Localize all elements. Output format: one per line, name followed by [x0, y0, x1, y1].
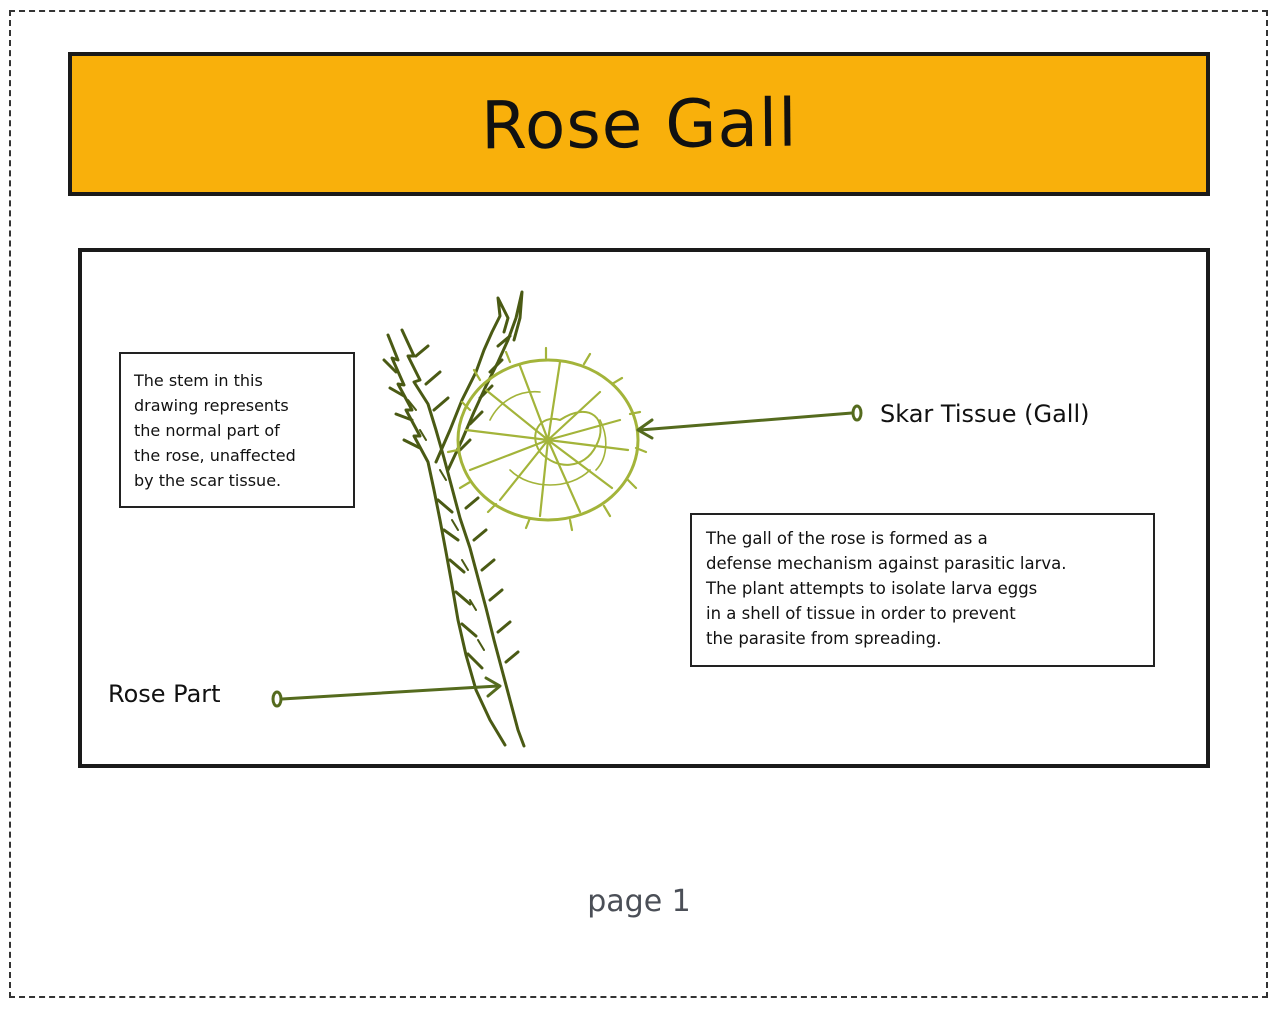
page-title: Rose Gall — [480, 84, 798, 164]
rose-part-label: Rose Part — [108, 680, 221, 708]
page-border — [9, 10, 1268, 998]
stem-note-line: the rose, unaffected — [134, 446, 296, 465]
gall-note-line: The gall of the rose is formed as a — [706, 529, 988, 548]
stem-note: The stem in this drawing represents the … — [119, 352, 355, 508]
gall-label: Skar Tissue (Gall) — [880, 400, 1090, 428]
gall-note-line: The plant attempts to isolate larva eggs — [706, 579, 1038, 598]
stem-note-line: The stem in this — [134, 371, 263, 390]
stem-note-line: drawing represents — [134, 396, 289, 415]
stem-note-line: the normal part of — [134, 421, 280, 440]
gall-note-line: the parasite from spreading. — [706, 629, 942, 648]
title-banner: Rose Gall — [68, 52, 1210, 196]
gall-note: The gall of the rose is formed as a defe… — [690, 513, 1155, 667]
stem-note-line: by the scar tissue. — [134, 471, 282, 490]
gall-note-line: in a shell of tissue in order to prevent — [706, 604, 1016, 623]
gall-note-line: defense mechanism against parasitic larv… — [706, 554, 1067, 573]
page-number: page 1 — [587, 884, 691, 919]
diagram-frame — [78, 248, 1210, 768]
